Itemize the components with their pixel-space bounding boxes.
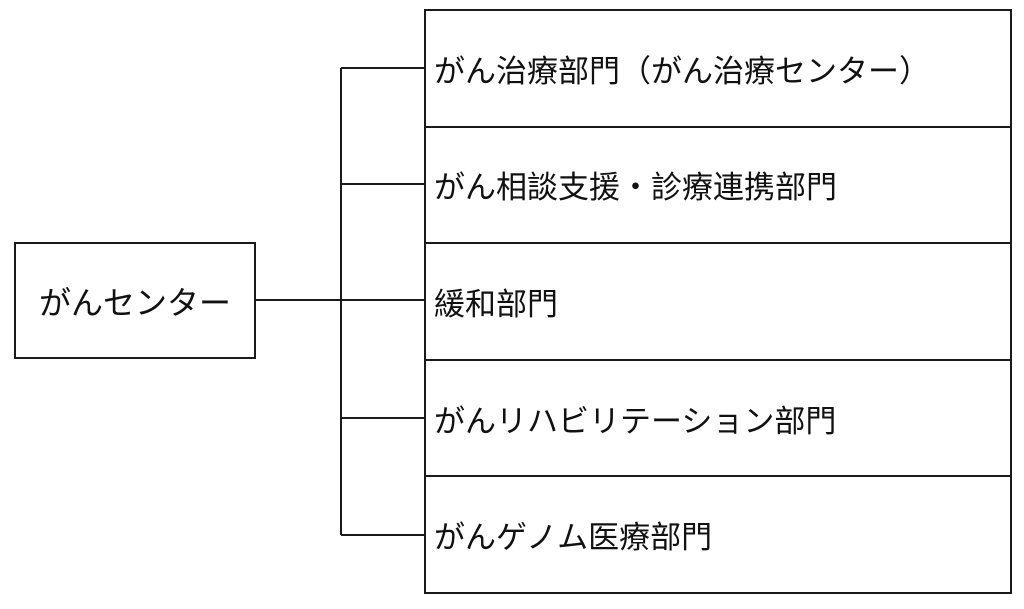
department-label: 緩和部門 bbox=[434, 286, 558, 323]
department-item-cancer-treatment: がん治療部門（がん治療センター） bbox=[426, 11, 1010, 128]
department-label: がんリハビリテーション部門 bbox=[434, 403, 837, 440]
department-list: がん治療部門（がん治療センター） がん相談支援・診療連携部門 緩和部門 がんリハ… bbox=[424, 9, 1012, 594]
department-label: がん相談支援・診療連携部門 bbox=[434, 170, 837, 207]
department-item-rehabilitation: がんリハビリテーション部門 bbox=[426, 361, 1010, 478]
root-node-label: がんセンター bbox=[38, 283, 231, 322]
department-item-palliative: 緩和部門 bbox=[426, 244, 1010, 361]
department-label: がんゲノム医療部門 bbox=[434, 520, 713, 557]
department-item-consultation-support: がん相談支援・診療連携部門 bbox=[426, 128, 1010, 245]
root-node-cancer-center: がんセンター bbox=[14, 242, 256, 359]
department-label: がん治療部門（がん治療センター） bbox=[434, 53, 930, 90]
department-item-genomic-medicine: がんゲノム医療部門 bbox=[426, 477, 1010, 592]
